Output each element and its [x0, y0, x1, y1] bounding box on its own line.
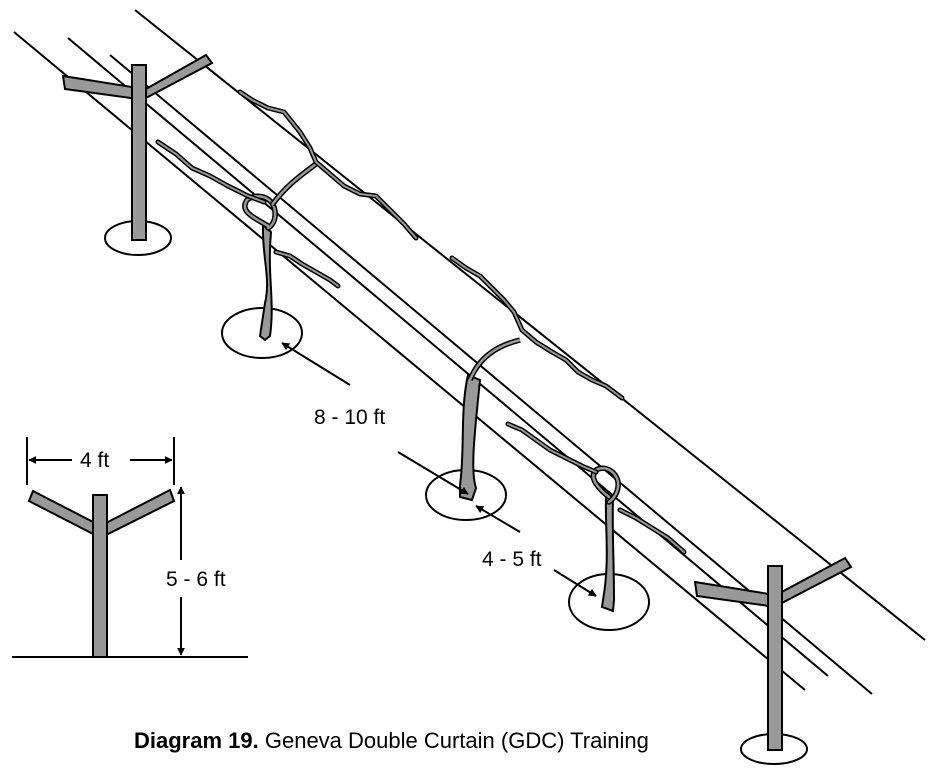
arrow-to-vine-3 — [553, 569, 597, 597]
dimension-vine-spacing — [281, 342, 469, 495]
label-vine-spacing: 8 - 10 ft — [314, 406, 385, 429]
cordon-lower-2 — [505, 421, 599, 475]
trunk-loop-fill — [243, 195, 277, 230]
cordon-lower-2b — [617, 507, 687, 555]
vine-2 — [425, 337, 521, 521]
crossarm-left — [693, 580, 770, 608]
label-trunk-spacing: 4 - 5 ft — [482, 548, 542, 571]
inset-crossarm-left — [27, 489, 96, 537]
vine-trunk — [258, 222, 273, 342]
trellis-wires — [13, 9, 926, 695]
trunk-arch-fill — [468, 338, 521, 381]
dimension-trunk-spacing — [475, 505, 597, 597]
end-post-left — [61, 53, 214, 256]
inset-post-profile — [12, 437, 248, 658]
label-post-height: 5 - 6 ft — [166, 568, 226, 591]
trunk-loop-fill — [592, 467, 620, 504]
end-post-right — [693, 556, 853, 765]
vine-3 — [568, 465, 650, 631]
inset-post — [92, 494, 108, 658]
crossarm-right — [145, 53, 214, 100]
vine-trunk — [459, 373, 482, 502]
crossarm-left — [61, 74, 139, 101]
arrow-to-vine-1 — [281, 342, 351, 386]
arrow-to-vine-2 — [397, 451, 469, 495]
wire-4 — [134, 9, 926, 641]
post — [131, 64, 147, 241]
inset-crossarm-right — [105, 488, 176, 537]
trunk-arch — [467, 337, 521, 382]
arrow-to-vine-2 — [475, 505, 521, 533]
caption-title: Geneva Double Curtain (GDC) Training — [264, 728, 649, 753]
vine-trunk — [600, 495, 616, 613]
post — [767, 565, 783, 751]
caption-number: Diagram 19. — [134, 728, 259, 753]
label-arm-width: 4 ft — [80, 449, 109, 472]
vine-base-ring — [221, 307, 303, 359]
crossarm-right — [777, 556, 853, 607]
cordons — [155, 89, 687, 555]
wire-3 — [109, 54, 873, 695]
figure-caption: Diagram 19. Geneva Double Curtain (GDC) … — [134, 728, 649, 754]
wire-2 — [67, 37, 829, 677]
